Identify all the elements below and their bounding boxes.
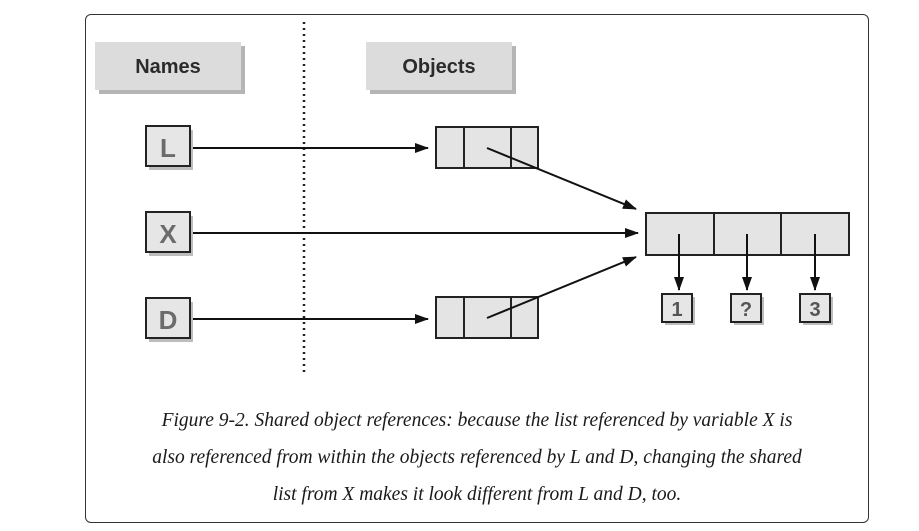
- names-header: Names: [95, 42, 245, 94]
- name-box-d: D: [145, 297, 193, 342]
- arrow-d-object-to-list: [486, 256, 637, 319]
- names-header-label: Names: [135, 56, 201, 78]
- name-box-l: L: [145, 125, 193, 170]
- caption-line-2: also referenced from within the objects …: [152, 447, 802, 468]
- name-x-label: X: [159, 219, 177, 249]
- name-box-x: X: [145, 211, 193, 256]
- value-box-2: ?: [730, 293, 764, 325]
- figure-frame: [85, 14, 869, 523]
- objects-header-label: Objects: [402, 56, 475, 78]
- arrow-l-object-to-list: [486, 147, 637, 210]
- value-box-3: 3: [799, 293, 833, 325]
- caption-line-1: Figure 9-2. Shared object references: be…: [161, 410, 793, 431]
- value-1-label: 1: [671, 299, 682, 321]
- name-l-label: L: [160, 133, 176, 163]
- objects-header: Objects: [366, 42, 516, 94]
- value-box-1: 1: [661, 293, 695, 325]
- caption-line-3: list from X makes it look different from…: [272, 484, 682, 505]
- figure-caption: Figure 9-2. Shared object references: be…: [100, 402, 854, 513]
- value-3-label: 3: [809, 299, 820, 321]
- value-2-label: ?: [740, 299, 752, 321]
- name-d-label: D: [159, 305, 178, 335]
